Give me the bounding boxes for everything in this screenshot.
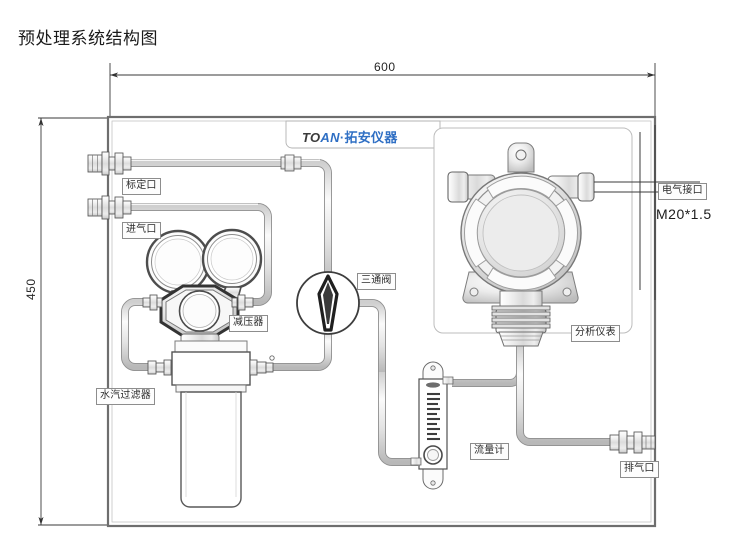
- callout-electrical-interface: 电气接口: [658, 183, 707, 200]
- callout-flow-meter: 流量计: [470, 443, 509, 460]
- water-vapor-filter: [171, 340, 275, 508]
- pressure-gauge-right: [201, 228, 263, 290]
- exhaust-port-fitting: [609, 430, 656, 454]
- callout-analyzer: 分析仪表: [571, 325, 620, 342]
- pipe-union-fitting: [280, 154, 302, 172]
- filter-fittings: [147, 359, 274, 376]
- pressure-reducer-body: [159, 284, 240, 344]
- logo-text-cn: ·拓安仪器: [339, 130, 398, 145]
- logo-text-to: TO: [302, 130, 321, 145]
- dimension-height-label: 450: [24, 278, 38, 300]
- callout-gas-inlet: 进气口: [122, 222, 161, 239]
- flow-meter-rotameter: [410, 361, 454, 490]
- callout-exhaust-port: 排气口: [620, 461, 659, 478]
- brand-logo: TOAN·拓安仪器: [302, 127, 398, 146]
- three-way-valve: [296, 271, 360, 335]
- page-title: 预处理系统结构图: [18, 29, 158, 48]
- dimension-width-label: 600: [374, 60, 396, 74]
- callout-pressure-reducer: 减压器: [229, 315, 268, 332]
- gas-inlet-fitting: [87, 195, 132, 220]
- regulator-side-fittings: [142, 294, 254, 311]
- calibration-port-fitting: [87, 151, 132, 176]
- logo-text-an: AN: [320, 130, 340, 145]
- callout-calibration-port: 标定口: [122, 178, 161, 195]
- piping-network: [121, 159, 610, 466]
- thread-spec-label: M20*1.5: [656, 206, 712, 222]
- callout-water-filter: 水汽过滤器: [96, 388, 155, 405]
- dimension-lines: [38, 63, 656, 526]
- callout-three-way-valve: 三通阀: [357, 273, 396, 290]
- gas-analyzer-detector: [447, 142, 595, 347]
- pressure-gauge-left: [145, 229, 211, 295]
